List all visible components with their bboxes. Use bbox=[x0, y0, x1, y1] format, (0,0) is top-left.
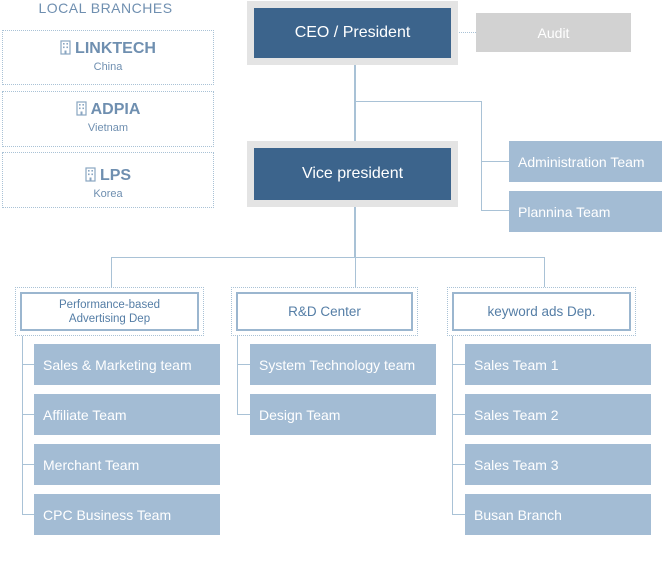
team-merchant[interactable]: Merchant Team bbox=[34, 444, 220, 485]
team-cpc-business[interactable]: CPC Business Team bbox=[34, 494, 220, 535]
branch-adpia[interactable]: ADPIA Vietnam bbox=[2, 91, 214, 147]
dept-performance-advertising[interactable]: Performance-based Advertising Dep bbox=[15, 287, 204, 336]
dept-title: keyword ads Dep. bbox=[452, 292, 631, 331]
branch-linktech[interactable]: LINKTECH China bbox=[2, 30, 214, 85]
ceo-label: CEO / President bbox=[254, 8, 451, 58]
branch-name: LPS bbox=[99, 167, 132, 184]
administration-team[interactable]: Administration Team bbox=[509, 141, 662, 182]
team-design[interactable]: Design Team bbox=[250, 394, 436, 435]
audit-box[interactable]: Audit bbox=[476, 13, 631, 52]
branches-title: LOCAL BRANCHES bbox=[38, 0, 173, 16]
dept-title: Performance-based Advertising Dep bbox=[20, 292, 199, 331]
building-icon bbox=[60, 40, 71, 60]
building-icon bbox=[76, 101, 87, 121]
team-sales-1[interactable]: Sales Team 1 bbox=[465, 344, 651, 385]
vice-president-box[interactable]: Vice president bbox=[247, 141, 458, 207]
building-icon bbox=[85, 167, 96, 187]
dept-rd-center[interactable]: R&D Center bbox=[231, 287, 418, 336]
branch-name: ADPIA bbox=[90, 101, 141, 118]
team-affiliate[interactable]: Affiliate Team bbox=[34, 394, 220, 435]
branch-location: China bbox=[93, 61, 123, 73]
branch-location: Korea bbox=[93, 188, 123, 200]
team-sales-3[interactable]: Sales Team 3 bbox=[465, 444, 651, 485]
branch-location: Vietnam bbox=[87, 122, 129, 134]
dept-title: R&D Center bbox=[236, 292, 413, 331]
branch-name: LINKTECH bbox=[75, 40, 156, 57]
vice-president-label: Vice president bbox=[254, 148, 451, 200]
team-system-technology[interactable]: System Technology team bbox=[250, 344, 436, 385]
branch-lps[interactable]: LPS Korea bbox=[2, 152, 214, 208]
ceo-box[interactable]: CEO / President bbox=[247, 1, 458, 65]
planning-team[interactable]: Plannina Team bbox=[509, 191, 662, 232]
dept-keyword-ads[interactable]: keyword ads Dep. bbox=[447, 287, 636, 336]
team-sales-2[interactable]: Sales Team 2 bbox=[465, 394, 651, 435]
team-busan-branch[interactable]: Busan Branch bbox=[465, 494, 651, 535]
team-sales-marketing[interactable]: Sales & Marketing team bbox=[34, 344, 220, 385]
